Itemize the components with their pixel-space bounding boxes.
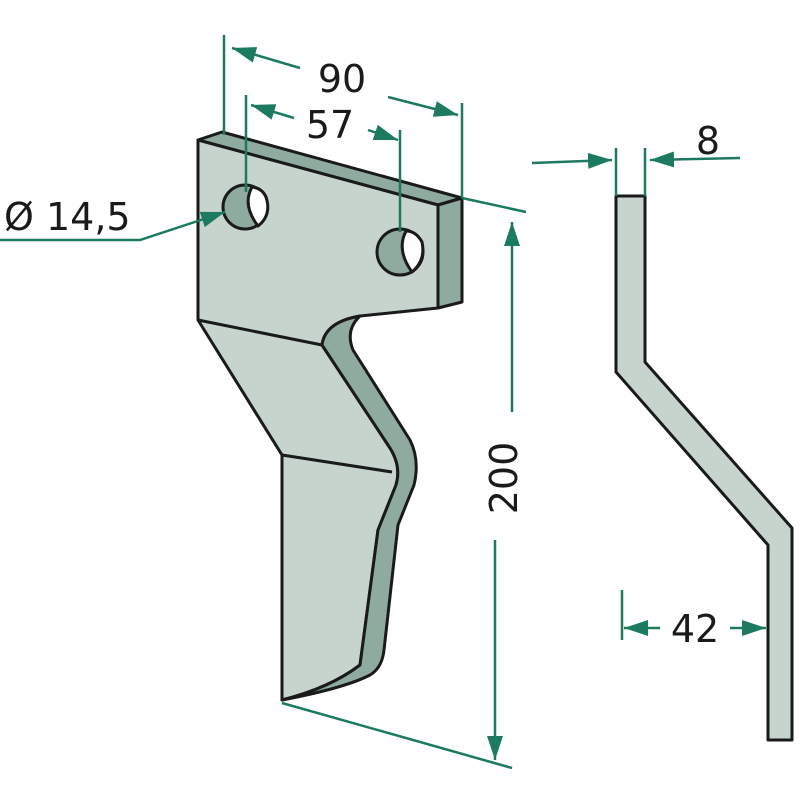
dim-hole-spacing: 57 [306,103,354,147]
fold-line-lower [281,453,393,474]
blade-front-view [196,130,464,702]
fold-line-upper [197,318,323,347]
dim-hole-diameter: Ø 14,5 [4,195,131,239]
dim-offset: 42 [671,607,719,651]
blade-side-edge [436,196,464,310]
dim-height: 200 [482,442,526,515]
dimension-lines [0,35,766,770]
dim-thickness: 8 [696,119,720,163]
blade-side-view [614,194,794,742]
blade-cut-edge [280,314,418,702]
mounting-hole-right [375,227,425,277]
dim-width-total: 90 [318,57,366,101]
